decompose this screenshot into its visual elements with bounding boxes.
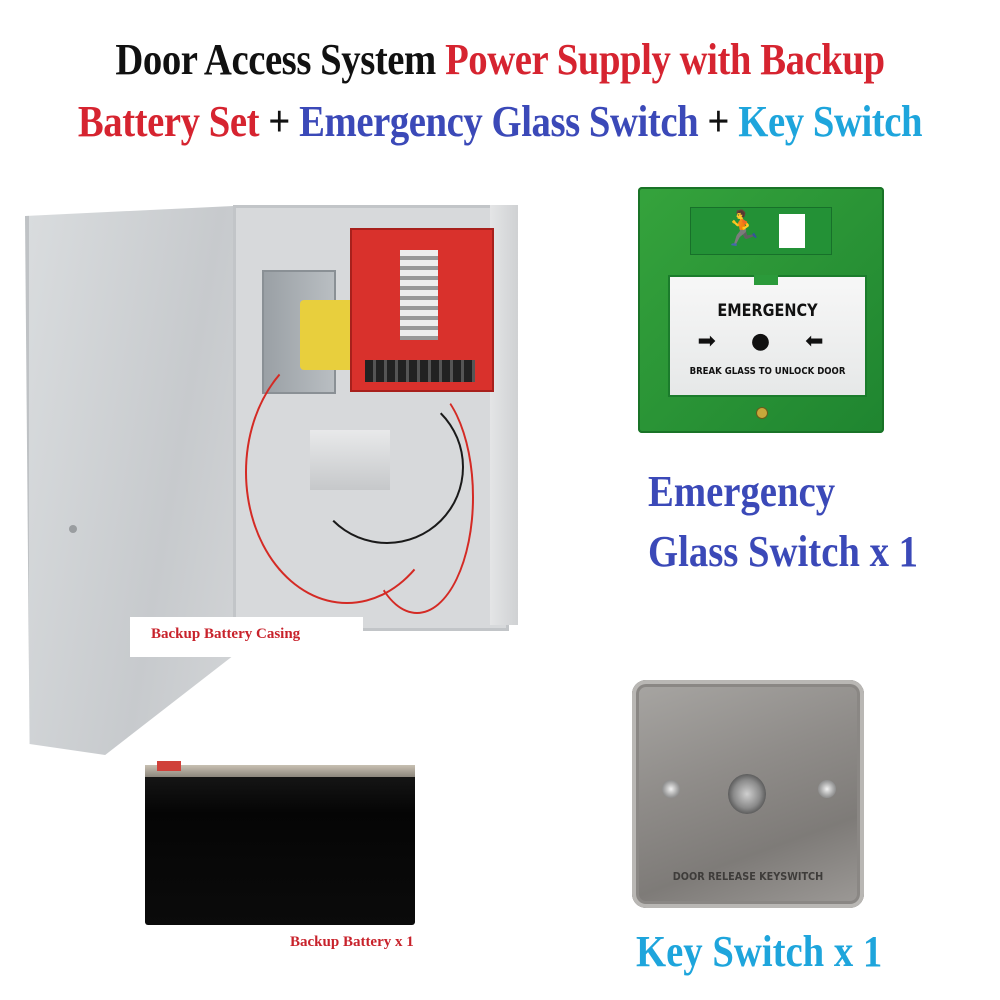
keyswitch-plate-text: DOOR RELEASE KEYSWITCH <box>672 871 824 883</box>
screw-icon <box>818 780 836 798</box>
headline-part-door-access-system: Door Access System <box>115 35 446 84</box>
key-lock-cylinder <box>728 774 766 814</box>
emergency-glass-switch-image: 🏃 EMERGENCY ➡ ● ⬅ BREAK GLASS TO UNLOCK … <box>638 187 884 433</box>
headline-plus-1: + <box>259 97 300 146</box>
battery-top <box>145 765 415 777</box>
headline-line-1: Door Access System Power Supply with Bac… <box>60 38 940 82</box>
emergency-heading: EMERGENCY <box>717 301 818 321</box>
screw-icon <box>756 407 768 419</box>
headline-part-emergency-glass-switch: Emergency Glass Switch <box>299 97 699 146</box>
backup-battery-casing-label: Backup Battery Casing <box>151 626 301 642</box>
backup-battery-label: Backup Battery x 1 <box>290 934 414 950</box>
screw-icon <box>662 780 680 798</box>
exit-sign: 🏃 <box>690 207 832 255</box>
break-glass-instruction: BREAK GLASS TO UNLOCK DOOR <box>689 366 846 377</box>
arrows-point-icon: ➡ ● ⬅ <box>697 329 838 354</box>
label-background <box>130 617 363 657</box>
door-hole <box>69 525 77 533</box>
key-switch-image: DOOR RELEASE KEYSWITCH <box>632 680 864 908</box>
headline-part-key-switch: Key Switch <box>738 97 923 146</box>
emergency-caption-line-2: Glass Switch x 1 <box>648 527 919 576</box>
headline-plus-2: + <box>698 97 739 146</box>
battery-terminal <box>157 761 181 771</box>
emergency-caption-line-1: Emergency <box>648 467 836 516</box>
cabinet-side-panel <box>490 205 518 625</box>
backup-battery-image <box>145 761 415 925</box>
headline-part-power-supply: Power Supply with Backup <box>445 35 885 84</box>
red-wire <box>360 380 474 614</box>
glass-panel: EMERGENCY ➡ ● ⬅ BREAK GLASS TO UNLOCK DO… <box>668 275 867 397</box>
key-switch-caption: Key Switch x 1 <box>636 927 883 976</box>
headline-line-2: Battery Set + Emergency Glass Switch + K… <box>60 100 940 144</box>
running-man-icon: 🏃 <box>721 209 764 249</box>
power-supply-cabinet-image <box>20 200 520 760</box>
heatsink <box>400 250 438 340</box>
exit-door-icon <box>779 214 805 248</box>
headline-part-battery-set: Battery Set <box>77 97 260 146</box>
black-wire <box>310 390 464 544</box>
red-wire <box>245 340 449 604</box>
glass-tab <box>754 275 778 285</box>
cabinet-door <box>25 205 254 755</box>
